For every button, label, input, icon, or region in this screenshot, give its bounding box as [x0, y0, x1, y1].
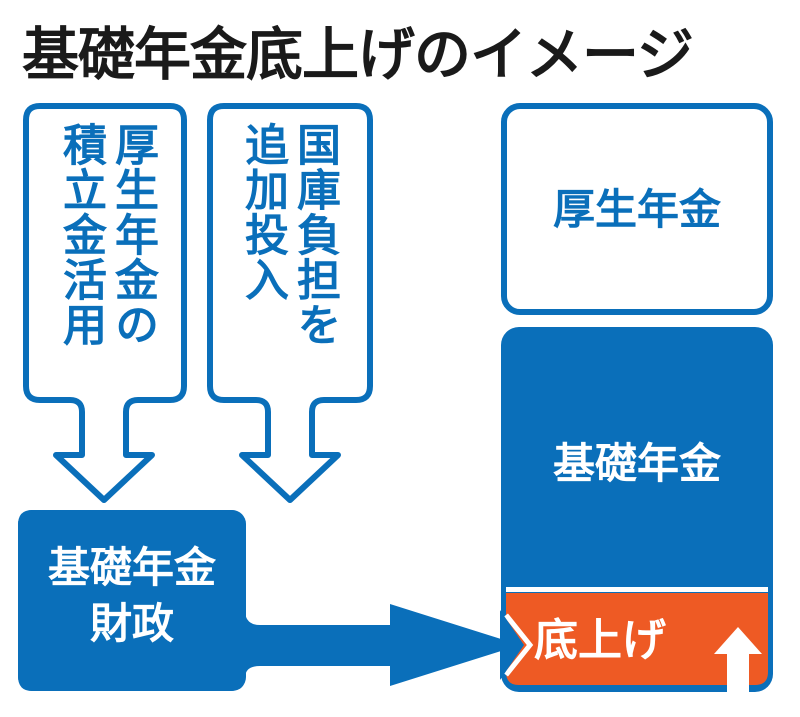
arrow-tip-outline: [504, 613, 534, 677]
callout-line-1: 国庫負担を: [289, 122, 340, 347]
callout-line-1: 厚生年金の: [107, 122, 158, 347]
callout-line-2: 積立金活用: [55, 122, 106, 347]
callout-box-reserve-fund: [23, 103, 187, 503]
callout-text-treasury: 国庫負担を 追加投入: [236, 122, 340, 402]
stack-top-box: [501, 103, 773, 315]
stack-divider: [506, 587, 768, 592]
stack-middle-label: 基礎年金: [552, 439, 721, 488]
source-box-line-1: 基礎年金: [47, 543, 216, 592]
callout-box-treasury: [207, 103, 373, 503]
page-title: 基礎年金底上げのイメージ: [22, 22, 694, 88]
arrow-up-icon: [714, 627, 762, 717]
source-box-label: 基礎年金 財政: [18, 540, 246, 652]
arrow-right-icon: [18, 510, 520, 691]
stack-raise-band: [506, 593, 768, 685]
source-box-line-2: 財政: [89, 599, 174, 648]
callout-line-2: 追加投入: [237, 122, 288, 302]
callout-text-reserve-fund: 厚生年金の 積立金活用: [54, 122, 158, 402]
stack-bottom-label: 底上げ: [534, 615, 666, 666]
stack-top-label: 厚生年金: [552, 185, 721, 234]
arrow-tip-fill: [500, 610, 524, 680]
